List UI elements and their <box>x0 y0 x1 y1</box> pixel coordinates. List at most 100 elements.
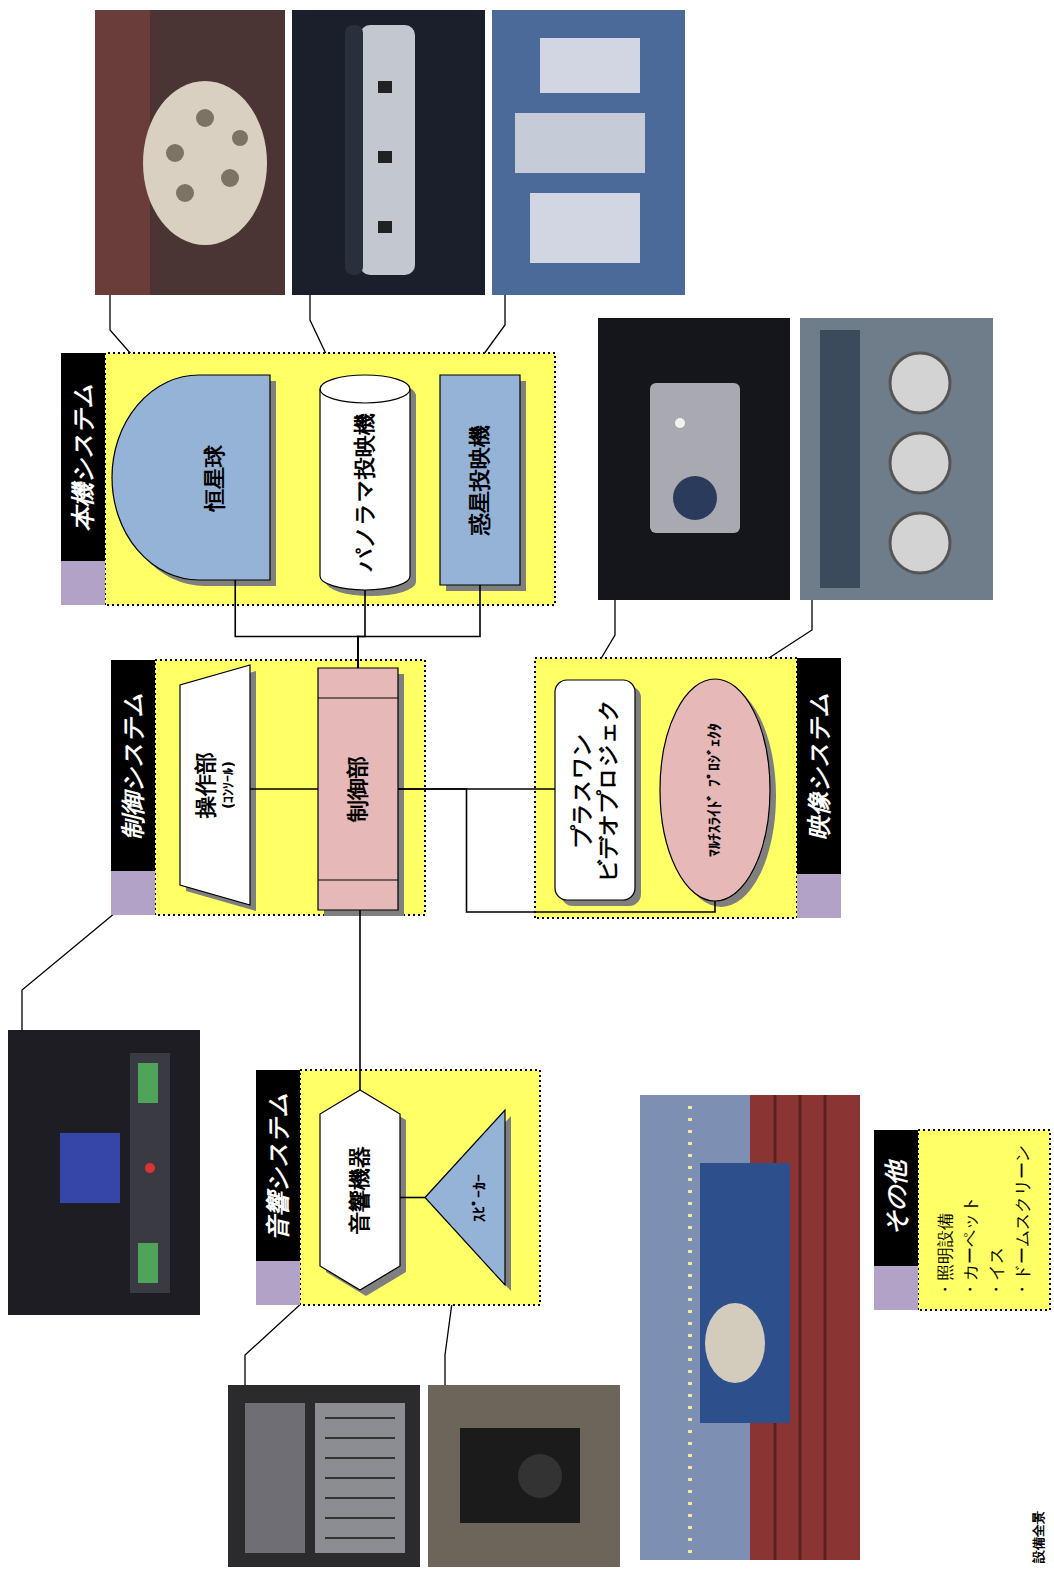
list-item: ・イス <box>984 1247 1010 1298</box>
group-panel <box>918 1130 1050 1310</box>
tab-band: その他 <box>874 1130 918 1266</box>
window <box>378 151 392 163</box>
tab-marker <box>61 561 105 605</box>
slide-wheel <box>890 353 950 413</box>
cove-lights <box>688 1103 692 1553</box>
node-content: 恒星球 <box>167 389 264 566</box>
system-group: 映像システムプラスワン ビデオプロジェクﾏﾙﾁｽﾗｲﾄﾞ ﾌﾟﾛｼﾞｪｸﾀ <box>535 658 797 918</box>
photo-seats <box>95 10 150 295</box>
node-label: 音響機器 <box>347 1146 373 1234</box>
projector-top <box>345 25 363 275</box>
speaker-cone <box>518 1454 562 1498</box>
connector-line <box>359 910 361 1090</box>
node-label: プラスワン ビデオプロジェク <box>569 690 622 890</box>
photo-ground <box>95 10 285 295</box>
section-heading: 制御システム <box>117 692 149 840</box>
shape-body <box>660 679 770 901</box>
list-item: ・照明設備 <box>933 1213 959 1298</box>
tab-band: 本機システム <box>61 353 105 561</box>
shape-body <box>180 665 250 905</box>
node-label: 恒星球 <box>202 445 228 511</box>
planet-projector-photo <box>492 10 685 295</box>
section-tab: 本機システム <box>61 353 105 605</box>
dome-outline <box>112 375 270 580</box>
section-tab: その他 <box>874 1130 918 1310</box>
speaker-photo <box>428 1385 620 1567</box>
section-tab: 音響システム <box>256 1070 300 1305</box>
section-heading: 本機システム <box>67 383 99 531</box>
photo-ground <box>292 10 485 295</box>
tab-marker <box>874 1266 918 1310</box>
projector-unit <box>515 113 645 173</box>
node-label: 惑星投映機 <box>467 425 493 535</box>
shape-body <box>320 1090 400 1290</box>
mixer <box>315 1403 405 1553</box>
leader-lines <box>22 295 812 1385</box>
button-panel <box>138 1063 158 1103</box>
node-content: 制御部 <box>324 704 392 874</box>
projector-lens <box>673 476 717 520</box>
photo-ground <box>492 10 685 295</box>
console-box: 操作部(ｺﾝｿｰﾙ) <box>180 665 250 905</box>
group-panel <box>535 658 797 918</box>
projector-unit <box>540 38 640 93</box>
video-projector-box: プラスワン ビデオプロジェク <box>555 680 635 900</box>
shape-body <box>112 375 270 580</box>
cylinder-end <box>320 389 410 403</box>
lamp <box>145 1163 155 1173</box>
shape-body <box>425 1110 505 1285</box>
speaker-triangle: ｽﾋﾟｰｶｰ <box>425 1110 505 1285</box>
slide-wheel <box>890 433 950 493</box>
shape-body <box>320 375 410 590</box>
star-ball <box>705 1303 765 1383</box>
photo-ground <box>800 318 993 600</box>
system-group: 本機システム恒星球パノラマ投映機惑星投映機 <box>105 353 555 605</box>
system-group: 音響システム音響機器ｽﾋﾟｰｶｰ <box>300 1070 540 1305</box>
section-tab: 映像システム <box>797 658 841 918</box>
section-heading: 音響システム <box>262 1092 294 1240</box>
node-content: 惑星投映機 <box>446 385 514 575</box>
slide-wheel <box>890 513 950 573</box>
lens <box>221 169 239 187</box>
section-heading: 映像システム <box>803 692 835 840</box>
process-bars <box>318 698 398 880</box>
indicator <box>675 418 685 428</box>
photo-ground <box>8 1030 200 1315</box>
window <box>378 221 392 233</box>
hall-photo <box>640 1095 860 1560</box>
deck <box>245 1403 305 1553</box>
node-label: ﾏﾙﾁｽﾗｲﾄﾞ ﾌﾟﾛｼﾞｪｸﾀ <box>705 723 724 857</box>
audio-mixer-photo <box>228 1385 420 1567</box>
lens <box>166 144 184 162</box>
slide-projector-ellipse: ﾏﾙﾁｽﾗｲﾄﾞ ﾌﾟﾛｼﾞｪｸﾀ <box>660 679 770 901</box>
section-tab: 制御システム <box>111 660 155 915</box>
star-ball <box>143 81 267 245</box>
projector-body <box>650 383 740 533</box>
speaker-box <box>460 1428 580 1523</box>
tab-marker <box>111 871 155 915</box>
photo-caption: 設備全景 <box>1030 1511 1048 1563</box>
tab-band: 音響システム <box>256 1070 300 1261</box>
other-items-box: その他・照明設備・カーペット・イス・ドームスクリーン <box>918 1130 1050 1310</box>
tab-marker <box>797 874 841 918</box>
node-label: (ｺﾝｿｰﾙ) <box>220 761 237 809</box>
panorama-projector-photo <box>292 10 485 295</box>
console-pit <box>700 1163 790 1423</box>
lens <box>232 130 248 146</box>
node-label: 制御部 <box>345 756 371 822</box>
faders <box>325 1418 395 1538</box>
projector-unit <box>530 193 640 263</box>
group-panel <box>105 353 555 605</box>
desk <box>130 1053 170 1293</box>
photo-ground <box>598 318 790 600</box>
tab-band: 制御システム <box>111 660 155 871</box>
node-content: 操作部(ｺﾝｿｰﾙ) <box>183 691 247 879</box>
multi-slide-projector-photo <box>800 318 993 600</box>
shape-body <box>440 375 520 585</box>
projector-ring <box>360 25 415 275</box>
star-ball-photo <box>95 10 285 295</box>
system-group: 制御システム操作部(ｺﾝｿｰﾙ)制御部 <box>155 660 425 915</box>
group-panel <box>155 660 425 915</box>
rack <box>820 330 860 588</box>
